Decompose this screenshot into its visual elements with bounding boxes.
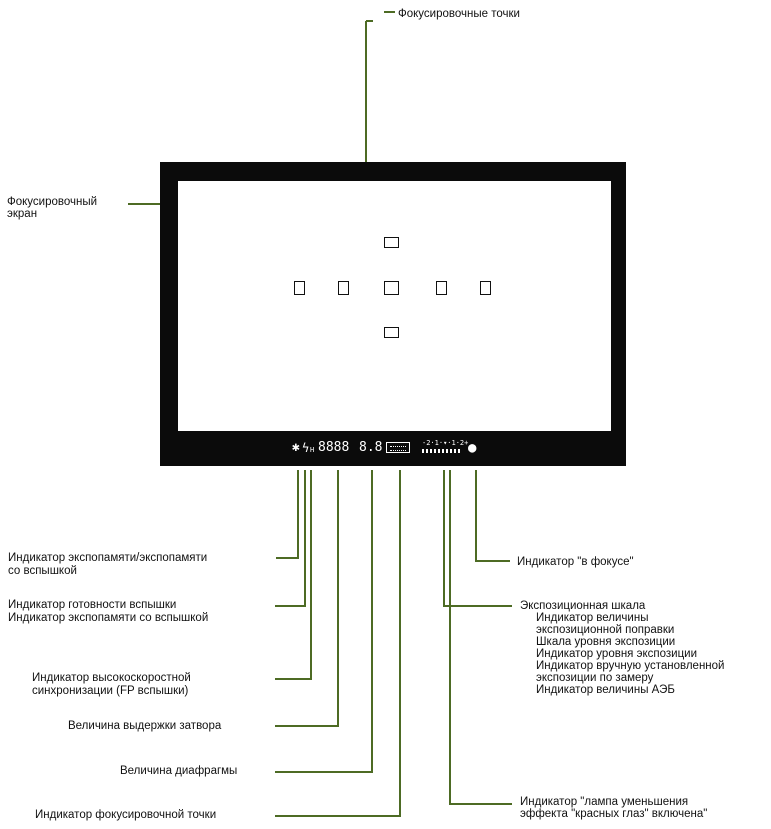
af-point-far-right (480, 281, 491, 295)
label-fp-sync-2: синхронизации (FP вспышки) (32, 685, 189, 697)
af-point-bottom (384, 327, 399, 338)
ae-lock-line (276, 470, 299, 559)
af-point-left (338, 281, 349, 295)
label-in-focus: Индикатор "в фокусе" (517, 556, 634, 568)
label-ae-lock-2: со вспышкой (8, 565, 77, 577)
af-indicator-line (275, 470, 401, 817)
viewfinder-frame: ✱ ϟ H 8888 8.8 -2·1·▾·1·2+ ● (160, 162, 626, 466)
flash-ready-icon: ϟ (302, 441, 310, 455)
af-point-top (384, 237, 399, 248)
shutter-line (275, 470, 339, 727)
red-eye-line (449, 470, 512, 805)
shutter-speed-display: 8888 (318, 440, 350, 455)
label-exp-item-6: экспозиции по замеру (536, 672, 654, 684)
label-exp-item-5: Индикатор вручную установленной (536, 660, 725, 672)
fp-sync-line (275, 470, 312, 680)
label-red-eye-2: эффекта "красных глаз" включена" (520, 808, 708, 820)
label-exp-item-1: Индикатор величины (536, 612, 649, 624)
label-focus-screen-1: Фокусировочный (7, 196, 98, 208)
fp-sync-icon: H (310, 446, 315, 454)
exposure-scale-bars (422, 449, 462, 453)
label-shutter: Величина выдержки затвора (68, 720, 222, 732)
label-focus-points: Фокусировочные точки (398, 8, 520, 20)
label-exp-item-4: Индикатор уровня экспозиции (536, 648, 697, 660)
label-aperture: Величина диафрагмы (120, 765, 238, 777)
exp-scale-line (443, 470, 512, 607)
in-focus-icon: ● (468, 440, 477, 456)
label-fp-sync-1: Индикатор высокоскоростной (32, 672, 191, 684)
label-ae-lock-1: Индикатор экспопамяти/экспопамяти (8, 552, 208, 564)
af-point-center (384, 281, 399, 295)
flash-ready-line (275, 470, 306, 607)
label-flash-ready-2: Индикатор экспопамяти со вспышкой (8, 612, 209, 624)
af-point-far-left (294, 281, 305, 295)
ae-lock-icon: ✱ (292, 440, 300, 455)
label-exp-item-7: Индикатор величины АЭБ (536, 684, 675, 696)
aperture-display: 8.8 (359, 440, 383, 455)
label-exp-item-3: Шкала уровня экспозиции (536, 636, 676, 648)
label-exposure-scale: Экспозиционная шкала (520, 600, 646, 612)
aperture-line (275, 470, 373, 773)
af-point-right (436, 281, 447, 295)
exposure-scale: -2·1·▾·1·2+ (422, 439, 469, 447)
label-flash-ready-1: Индикатор готовности вспышки (8, 599, 177, 611)
label-focus-screen-2: экран (7, 208, 38, 220)
in-focus-line (475, 470, 510, 562)
label-af-point-indicator: Индикатор фокусировочной точки (35, 809, 217, 821)
label-exp-item-2: экспозиционной поправки (536, 624, 675, 636)
label-red-eye-1: Индикатор "лампа уменьшения (520, 796, 689, 808)
af-point-indicator-icon (386, 442, 410, 453)
focusing-screen (178, 181, 611, 431)
